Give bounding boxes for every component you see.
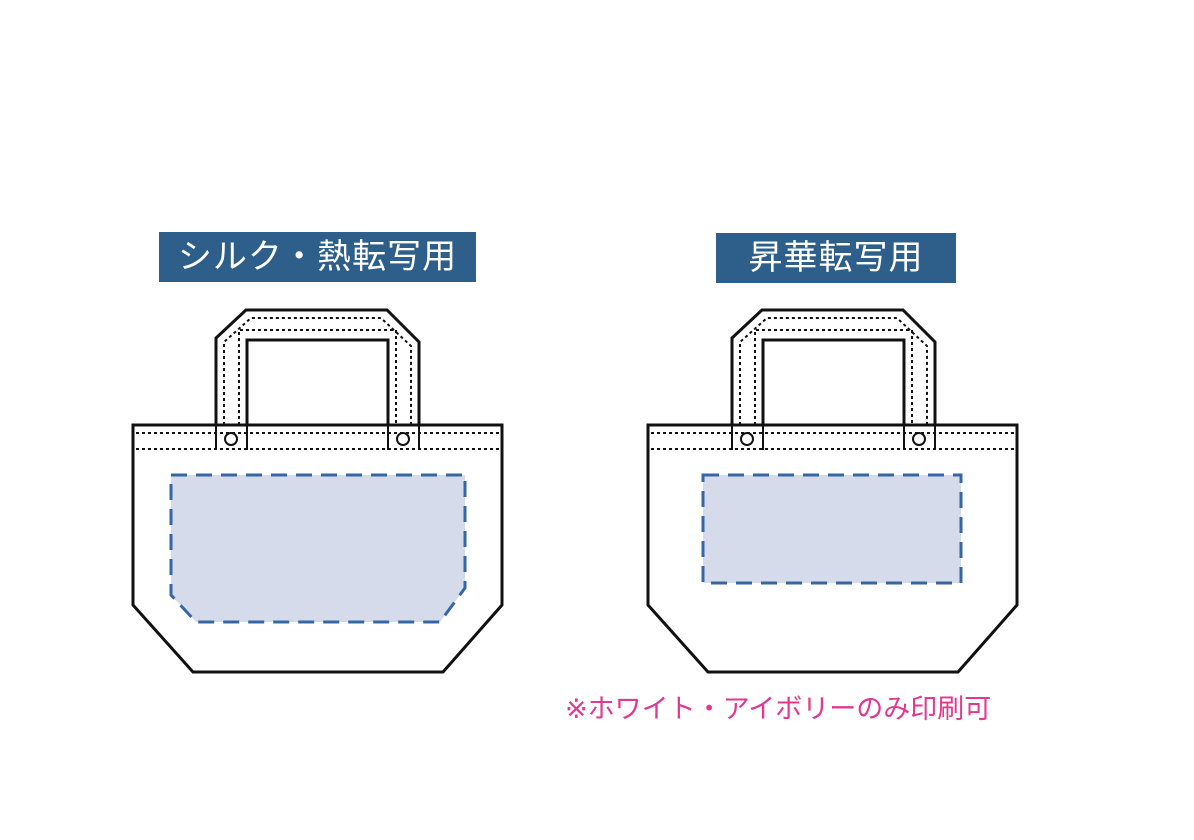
tote-bag-left	[131, 308, 504, 674]
handle-inner-left-bag	[245, 338, 390, 425]
label-silk-heat-transfer: シルク・熱転写用	[159, 232, 476, 282]
handle-rivet-left-1	[215, 425, 248, 450]
handle-stitch-right-bag	[739, 317, 928, 425]
label-sublimation-transfer: 昇華転写用	[716, 233, 956, 283]
tote-bag-right	[646, 308, 1019, 674]
handle-rivet-right-1	[731, 425, 764, 450]
handle-rivet-left-2	[387, 425, 420, 450]
print-area-right	[701, 473, 963, 585]
handle-stitch-left-bag	[223, 317, 412, 425]
handle-inner-right-bag	[761, 338, 906, 425]
handle-rivet-right-2	[903, 425, 936, 450]
handle-outer-right-bag	[730, 308, 937, 425]
print-area-left	[169, 473, 467, 624]
print-color-note: ※ホワイト・アイボリーのみ印刷可	[565, 694, 992, 725]
handle-outer-left-bag	[214, 308, 421, 425]
